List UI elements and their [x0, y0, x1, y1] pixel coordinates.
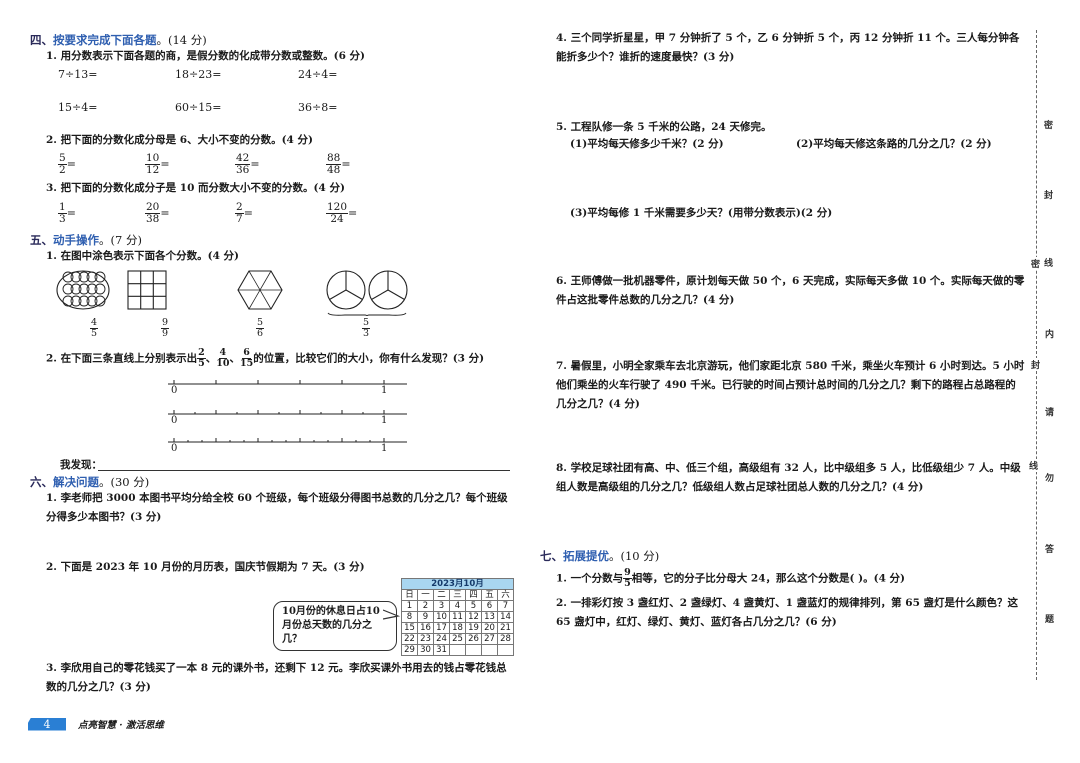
- s6-q5-part3: (3)平均每修 1 千米需要多少天？(用带分数表示)(2 分): [570, 207, 833, 219]
- s4-q3-text: 3. 把下面的分数化成分子是 10 而分数大小不变的分数。(4 分): [46, 182, 345, 194]
- speech-bubble: 10月份的休息日占10月份总天数的几分之几？: [273, 601, 397, 651]
- s7-q1-answer-blank[interactable]: [862, 573, 902, 587]
- margin-char-8: 题: [1045, 615, 1055, 625]
- s6-q5-part1: (1)平均每天修多少千米？(2 分): [570, 138, 724, 150]
- margin-char-7: 答: [1045, 545, 1055, 555]
- s6-q5-text: 5. 工程队修一条 5 千米的公路，24 天修完。: [556, 121, 772, 133]
- margin-char-5: 请: [1045, 408, 1055, 418]
- section-6-heading: 六、解决问题。(30 分): [30, 475, 150, 489]
- eq-1: 7÷13=: [58, 68, 98, 81]
- bubble-pointer: [383, 609, 401, 620]
- nl3-one: 1: [381, 443, 388, 454]
- margin-char-3: 线: [1044, 259, 1054, 269]
- calendar-title: 2023月10月: [401, 578, 514, 590]
- nl3-zero: 0: [171, 443, 178, 454]
- page-number: 4: [28, 717, 66, 731]
- s6-q2-text: 2. 下面是 2023 年 10 月份的月历表，国庆节假期为 7 天。(3 分): [46, 561, 365, 573]
- eq-5: 60÷15=: [175, 101, 222, 114]
- shapes-figure: [56, 270, 408, 316]
- s6-q4-text: 4. 三个同学折星星，甲 7 分钟折了 5 个，乙 6 分钟折 5 个，丙 12…: [556, 32, 1020, 63]
- section-4-heading: 四、按要求完成下面各题。(14 分): [30, 33, 207, 47]
- binding-line-outer: [1036, 30, 1037, 680]
- margin-char-outer-1: 密: [1031, 257, 1041, 270]
- hexagon-shape: [237, 270, 283, 310]
- s6-q1-text: 1. 李老师把 3000 本图书平均分给全校 60 个班级，每个班级分得图书总数…: [46, 492, 508, 523]
- oval-circles-shape: [56, 270, 110, 310]
- two-circles-shape: [326, 270, 408, 316]
- margin-char-1: 密: [1044, 121, 1054, 131]
- eq-4: 15÷4=: [58, 101, 98, 114]
- section-5-heading: 五、动手操作。(7 分): [30, 233, 142, 247]
- s7-q2-text: 2. 一排彩灯按 3 盏红灯、2 盏绿灯、4 盏黄灯、1 盏蓝灯的规律排列，第 …: [556, 597, 1019, 628]
- discover-label: 我发现：: [60, 459, 102, 471]
- eq-6: 36÷8=: [298, 101, 338, 114]
- nl1-one: 1: [381, 385, 388, 396]
- margin-char-6: 勿: [1045, 474, 1055, 484]
- s6-q8-text: 8. 学校足球社团有高、中、低三个组，高级组有 32 人，比中级组多 5 人，比…: [556, 462, 1021, 493]
- grid-square-shape: [127, 270, 167, 310]
- s6-q3-text: 3. 李欣用自己的零花钱买了一本 8 元的课外书，还剩下 12 元。李欣买课外书…: [46, 662, 507, 693]
- nl2-zero: 0: [171, 415, 178, 426]
- s6-q5-part2: (2)平均每天修这条路的几分之几？(2 分): [796, 138, 992, 150]
- margin-char-outer-3: 线: [1029, 459, 1039, 472]
- nl2-one: 1: [381, 415, 388, 426]
- section-7-heading: 七、拓展提优。(10 分): [540, 549, 660, 563]
- margin-char-4: 内: [1045, 330, 1055, 340]
- s6-q7-text: 7. 暑假里，小明全家乘车去北京游玩，他们家距北京 580 千米，乘坐火车预计 …: [556, 360, 1025, 410]
- footer-slogan: 点亮智慧 · 激活思维: [78, 720, 164, 731]
- eq-3: 24÷4=: [298, 68, 338, 81]
- nl1-zero: 0: [171, 385, 178, 396]
- number-lines: [168, 380, 407, 443]
- eq-2: 18÷23=: [175, 68, 222, 81]
- s4-q1-text: 1. 用分数表示下面各题的商，是假分数的化成带分数或整数。(6 分): [46, 50, 366, 62]
- footer: 4 点亮智慧 · 激活思维: [28, 717, 164, 731]
- margin-char-2: 封: [1044, 191, 1054, 201]
- margin-char-outer-2: 封: [1031, 358, 1041, 371]
- discover-answer-line[interactable]: [98, 470, 510, 471]
- s5-q1-text: 1. 在图中涂色表示下面各个分数。(4 分): [46, 250, 240, 262]
- s4-q2-text: 2. 把下面的分数化成分母是 6、大小不变的分数。(4 分): [46, 134, 313, 146]
- s6-q6-text: 6. 王师傅做一批机器零件，原计划每天做 50 个，6 天完成，实际每天多做 1…: [556, 275, 1025, 306]
